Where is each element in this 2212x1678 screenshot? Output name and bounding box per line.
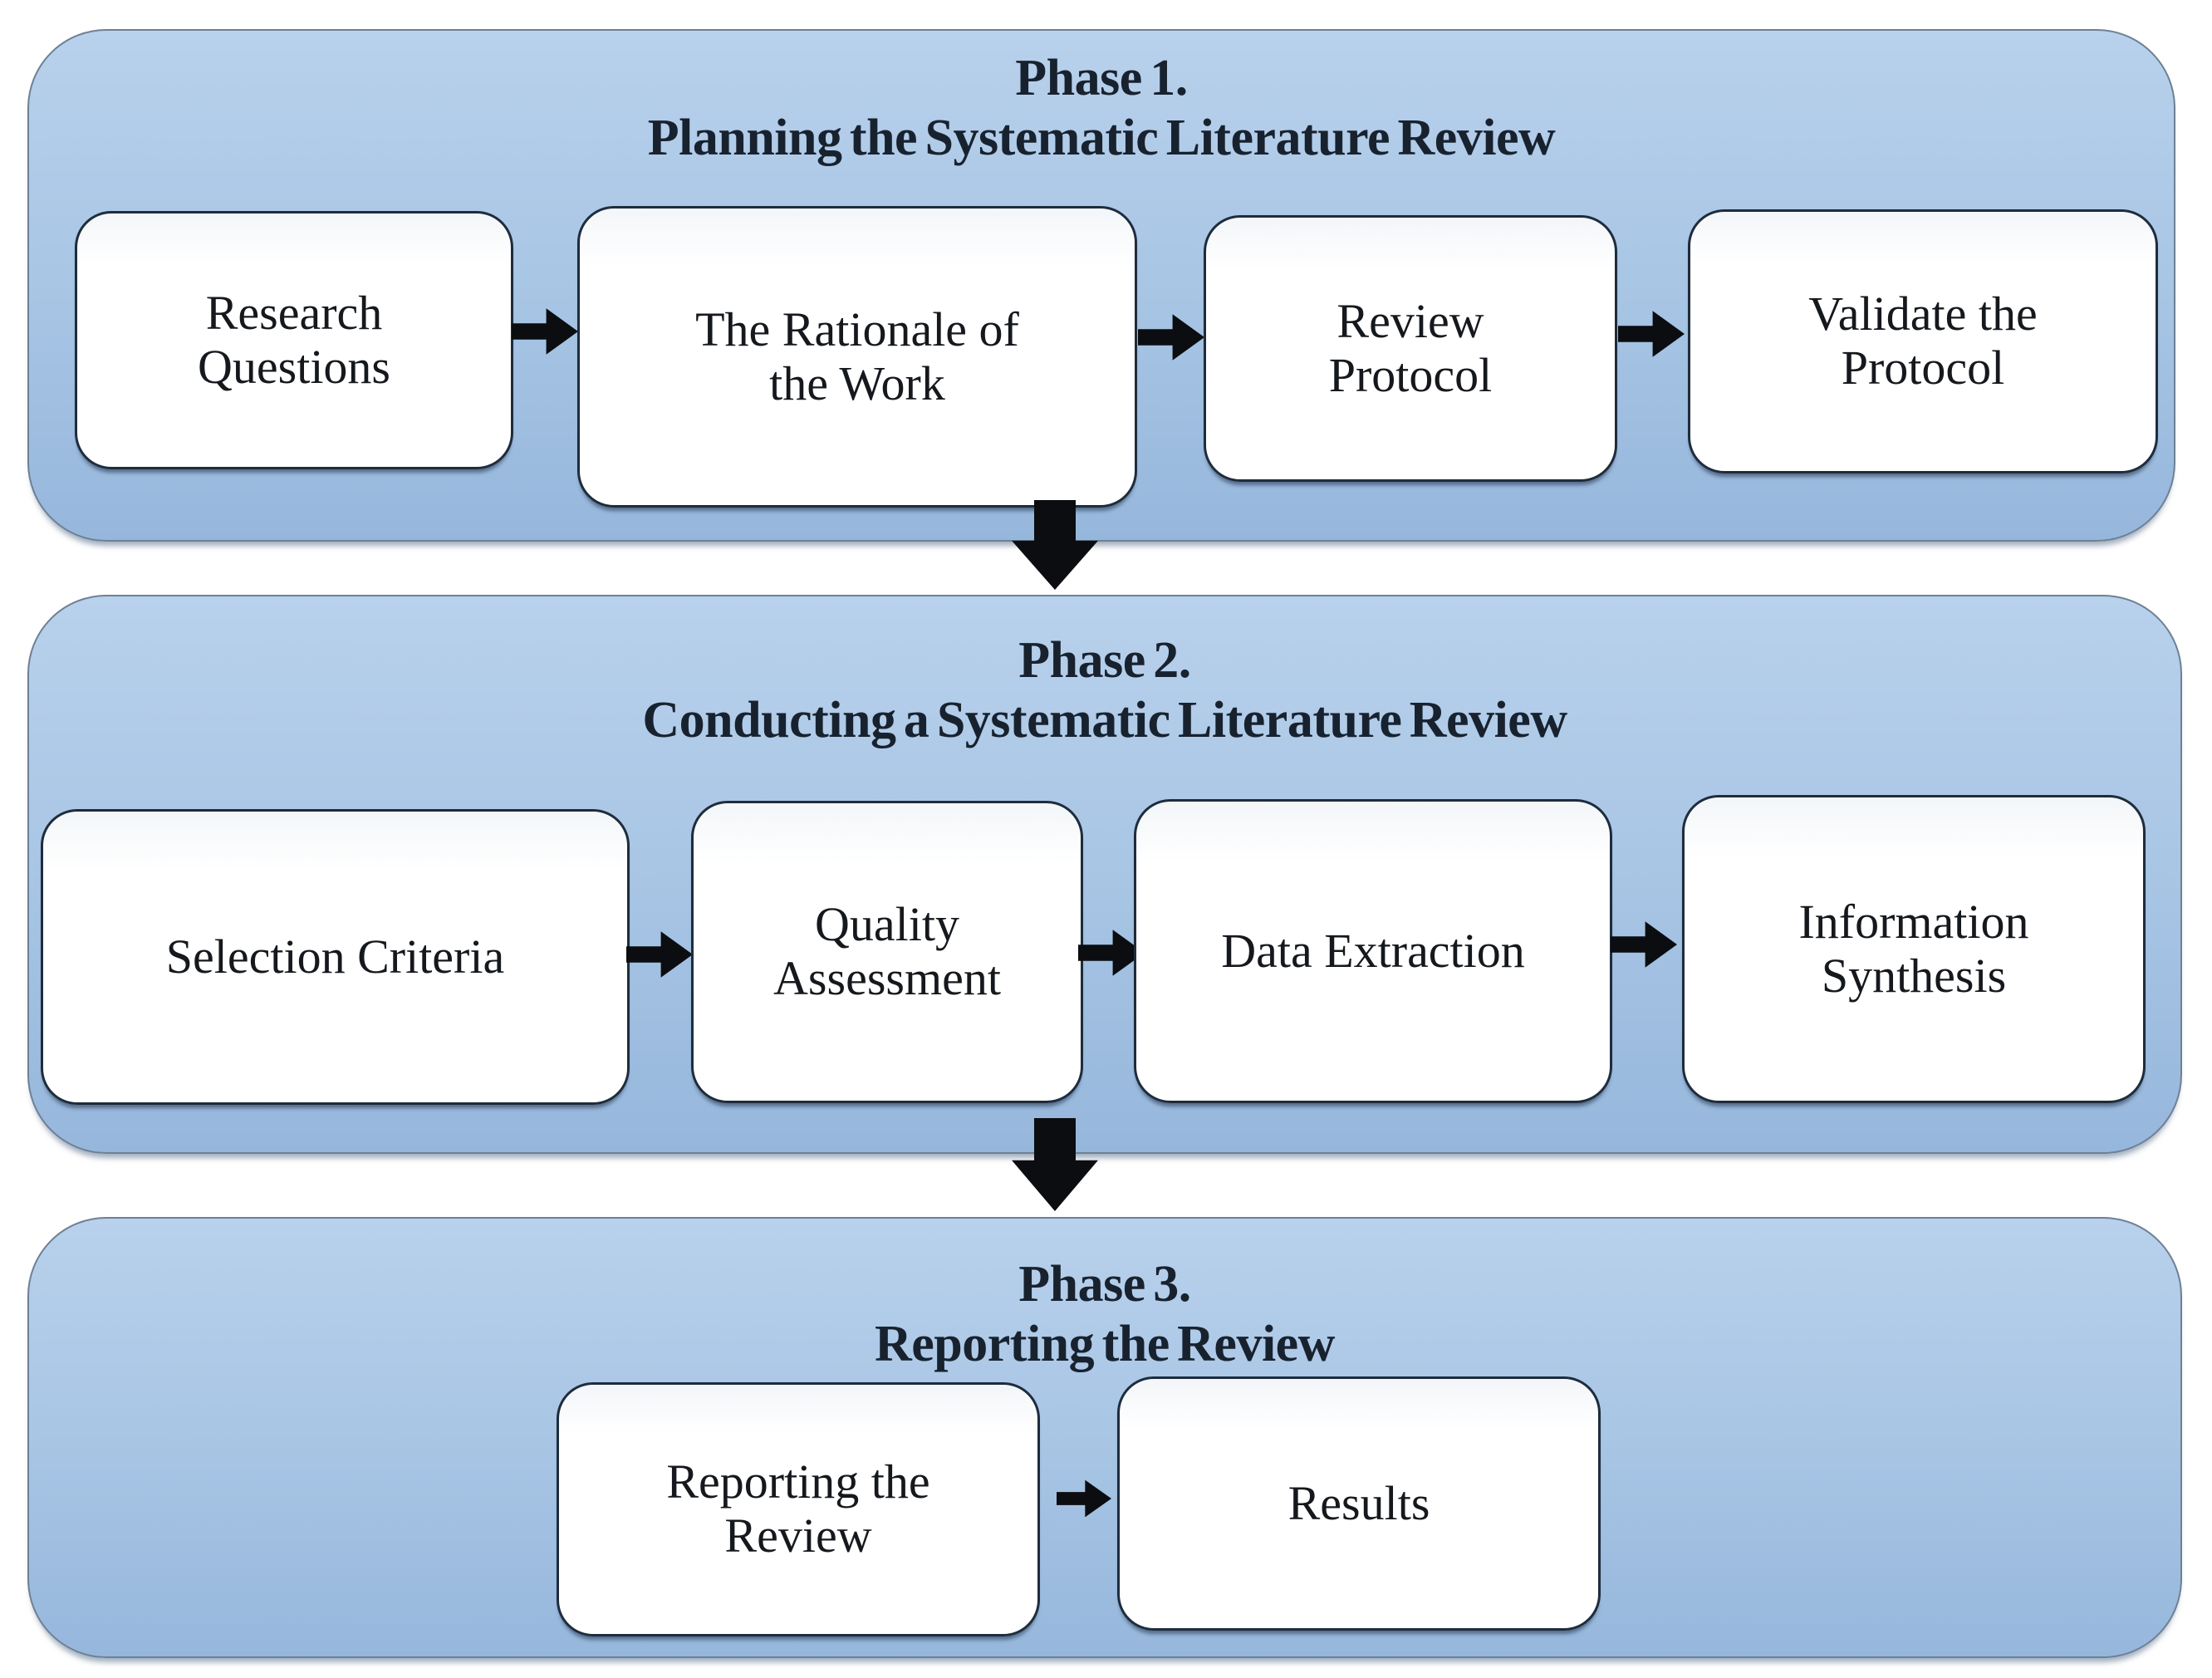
phase-2-title-line1: Phase 2. — [1018, 632, 1191, 689]
step-label: Selection Criteria — [165, 929, 505, 984]
phase-1-panel: Phase 1. Planning the Systematic Literat… — [27, 29, 2175, 542]
phase-2-title-line2: Conducting a Systematic Literature Revie… — [642, 691, 1567, 748]
step-label: Assessment — [773, 951, 1001, 1005]
step-rationale-of-work: The Rationale of the Work — [577, 206, 1137, 508]
step-label: Data Extraction — [1221, 923, 1525, 978]
down-arrow-icon — [1012, 1118, 1098, 1211]
step-validate-protocol: Validate the Protocol — [1688, 209, 2158, 473]
step-results: Results — [1117, 1376, 1601, 1631]
step-label: Synthesis — [1821, 948, 2007, 1003]
phase-1-title-line1: Phase 1. — [1015, 50, 1188, 106]
right-arrow-icon — [1078, 927, 1145, 979]
step-label: Questions — [198, 339, 390, 394]
step-label: Protocol — [1328, 347, 1493, 402]
phase-2-title: Phase 2. Conducting a Systematic Literat… — [29, 631, 2180, 751]
step-review-protocol: Review Protocol — [1204, 215, 1617, 482]
step-research-questions: Research Questions — [75, 211, 513, 469]
step-label: Protocol — [1841, 341, 2005, 395]
step-label: Research — [205, 285, 383, 340]
right-arrow-icon — [512, 306, 578, 357]
step-label: Information — [1798, 894, 2029, 949]
step-label: Reporting the — [666, 1455, 930, 1509]
right-arrow-icon — [1057, 1478, 1111, 1519]
down-arrow-icon — [1012, 500, 1098, 590]
phase-1-title-line2: Planning the Systematic Literature Revie… — [647, 109, 1556, 166]
step-label: The Rationale of — [695, 302, 1019, 356]
phase-3-panel: Phase 3. Reporting the Review Reporting … — [27, 1217, 2182, 1658]
step-data-extraction: Data Extraction — [1134, 799, 1612, 1103]
step-label: Validate the — [1808, 287, 2038, 341]
step-label: Results — [1287, 1475, 1430, 1530]
step-label: Review — [724, 1509, 872, 1563]
right-arrow-icon — [1611, 919, 1677, 970]
phase-2-panel: Phase 2. Conducting a Systematic Literat… — [27, 595, 2182, 1154]
step-label: the Work — [769, 356, 945, 410]
phase-1-title: Phase 1. Planning the Systematic Literat… — [29, 49, 2174, 169]
phase-3-title: Phase 3. Reporting the Review — [29, 1255, 2180, 1375]
right-arrow-icon — [626, 929, 693, 980]
step-quality-assessment: Quality Assessment — [691, 801, 1083, 1103]
step-reporting-review: Reporting the Review — [557, 1382, 1040, 1636]
step-label: Review — [1337, 293, 1484, 348]
step-selection-criteria: Selection Criteria — [41, 809, 630, 1105]
phase-3-title-line2: Reporting the Review — [875, 1315, 1335, 1372]
step-label: Quality — [815, 897, 959, 952]
phase-3-title-line1: Phase 3. — [1018, 1256, 1191, 1312]
right-arrow-icon — [1618, 308, 1685, 360]
right-arrow-icon — [1138, 312, 1204, 363]
step-information-synthesis: Information Synthesis — [1682, 795, 2146, 1103]
